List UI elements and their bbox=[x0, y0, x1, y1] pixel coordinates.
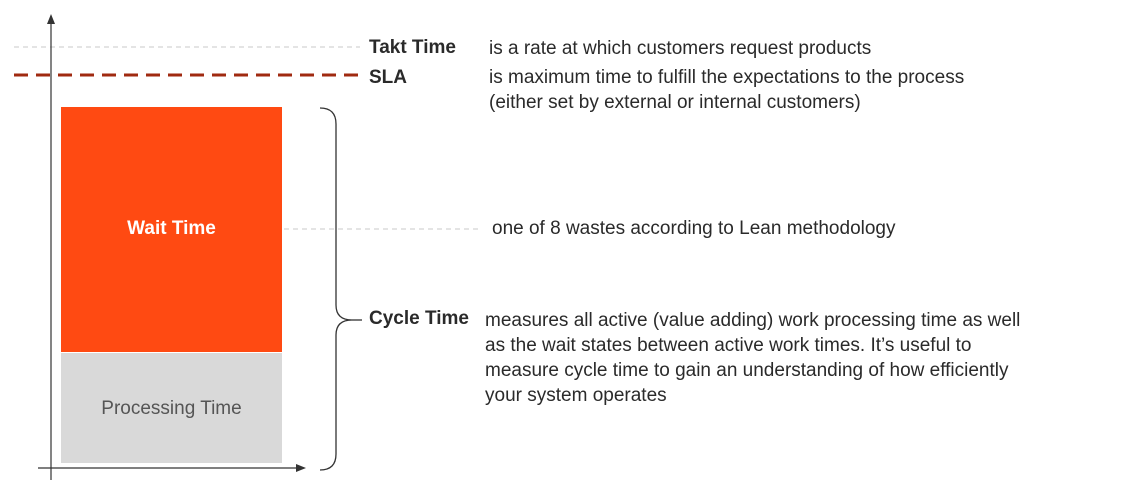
cycle-time-brace bbox=[319, 107, 353, 471]
processing-time-label: Processing Time bbox=[101, 398, 242, 419]
cycle-time-description-line: your system operates bbox=[485, 385, 667, 406]
sla-term: SLA bbox=[369, 67, 407, 88]
cycle-time-description-line: measures all active (value adding) work … bbox=[485, 310, 1021, 331]
wait-time-label: Wait Time bbox=[127, 218, 216, 239]
takt-time-description: is a rate at which customers request pro… bbox=[489, 38, 872, 59]
processing-time-bar bbox=[61, 353, 282, 463]
cycle-time-description-line: as the wait states between active work t… bbox=[485, 335, 972, 356]
wait-time-bar bbox=[61, 107, 282, 352]
cycle-time-description: measures all active (value adding) work … bbox=[485, 308, 1020, 408]
x-axis-arrow bbox=[296, 464, 306, 472]
sla-description: is maximum time to fulfill the expectati… bbox=[489, 65, 964, 115]
y-axis-arrow bbox=[47, 14, 55, 24]
sla-description-line: is maximum time to fulfill the expectati… bbox=[489, 67, 965, 88]
wait-time-description: one of 8 wastes according to Lean method… bbox=[492, 218, 896, 239]
takt-time-term: Takt Time bbox=[369, 37, 456, 58]
cycle-time-description-line: measure cycle time to gain an understand… bbox=[485, 360, 1009, 381]
sla-description-line: (either set by external or internal cust… bbox=[489, 92, 861, 113]
cycle-time-term: Cycle Time bbox=[369, 308, 469, 329]
